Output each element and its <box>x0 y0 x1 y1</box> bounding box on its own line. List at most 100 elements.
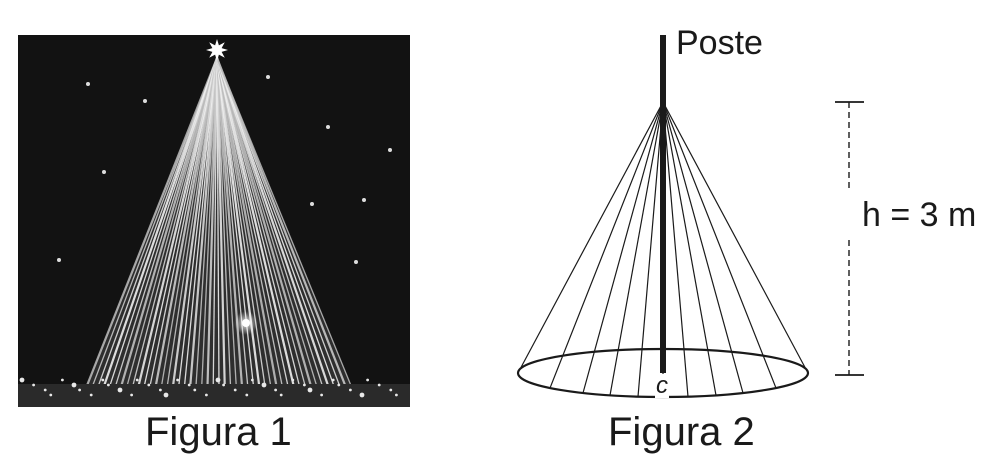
light-strand <box>136 57 219 389</box>
ground-light <box>71 382 77 388</box>
light-strand <box>188 57 219 389</box>
light-strand <box>206 57 219 389</box>
ground-light <box>130 393 134 397</box>
light-strand <box>216 57 336 389</box>
ground-light <box>187 383 191 387</box>
ground-light <box>32 383 35 387</box>
light-strand <box>160 57 218 389</box>
ground-light <box>107 383 110 387</box>
height-dimension <box>835 101 864 376</box>
star-dot <box>354 260 358 264</box>
ground-light <box>359 392 365 398</box>
light-strand <box>215 57 313 389</box>
ground-light <box>89 393 93 397</box>
figure-1-caption: Figura 1 <box>145 410 292 454</box>
light-strand <box>171 57 219 389</box>
light-strand <box>215 57 296 389</box>
light-strand <box>195 57 218 389</box>
ground-light <box>331 378 335 382</box>
cone-line <box>517 101 664 374</box>
cone-line <box>662 101 717 396</box>
star-dot <box>362 198 366 202</box>
light-strand <box>216 57 301 389</box>
ground-light <box>261 382 267 388</box>
pole-label: Poste <box>676 24 763 62</box>
star-dot <box>266 75 270 79</box>
star-dot <box>310 202 314 206</box>
ground-light <box>135 378 139 382</box>
ground-light <box>205 393 208 397</box>
star-dot <box>326 125 330 129</box>
ground-light <box>43 388 47 392</box>
ground-light <box>389 388 393 392</box>
light-strand <box>215 57 278 389</box>
cone-line <box>637 101 664 397</box>
lamp-glow <box>234 311 258 335</box>
ground-light <box>163 392 169 398</box>
star-dot <box>143 99 147 103</box>
tree-glow <box>86 58 352 388</box>
center-label: c <box>655 372 669 399</box>
ground-light <box>279 393 283 397</box>
light-strand <box>216 57 284 389</box>
ground-light <box>245 393 249 397</box>
cone-line <box>662 101 777 389</box>
ground-light <box>176 378 180 382</box>
light-strand <box>119 57 219 389</box>
light-strand <box>216 57 318 389</box>
ground-light <box>117 387 123 393</box>
light-strand <box>108 57 218 389</box>
light-strand <box>102 57 219 389</box>
cone-line <box>582 101 664 394</box>
ground-lights <box>19 319 398 398</box>
light-strand <box>215 57 330 389</box>
ground-light <box>337 383 341 387</box>
light-strand <box>212 57 218 389</box>
figure-2-caption: Figura 2 <box>608 410 755 454</box>
cone-line <box>549 101 664 389</box>
cone-line <box>662 101 744 394</box>
ground-light <box>78 388 81 392</box>
light-strand <box>91 57 218 389</box>
ground-light <box>49 393 53 397</box>
light-strand <box>143 57 218 389</box>
cone-line <box>662 101 689 397</box>
ground-light <box>19 377 25 383</box>
ground-light <box>274 388 277 392</box>
light-strand <box>216 57 353 389</box>
ground-light <box>320 393 323 397</box>
sky-stars <box>57 75 392 264</box>
cone-line <box>662 101 809 374</box>
ground-light <box>61 378 64 382</box>
ground-light <box>193 388 197 392</box>
star-dot <box>57 258 61 262</box>
light-strand <box>154 57 219 389</box>
star-dot <box>86 82 90 86</box>
ground-light <box>222 383 226 387</box>
light-strand <box>84 57 219 389</box>
height-label: h = 3 m <box>862 196 977 234</box>
ground-light <box>377 383 381 387</box>
ground-light <box>307 387 313 393</box>
tree-light-strands <box>84 57 353 389</box>
ground-light <box>251 378 254 382</box>
star-dot <box>102 170 106 174</box>
ground-light <box>159 388 162 392</box>
star-dot <box>388 148 392 152</box>
light-strand <box>177 57 218 389</box>
ground-light <box>395 393 398 397</box>
top-star-icon <box>206 39 228 61</box>
light-strand <box>215 57 348 389</box>
ground-light <box>291 378 295 382</box>
ground-light <box>349 388 352 392</box>
light-strand <box>125 57 218 389</box>
light-strand <box>215 57 244 389</box>
ground-light <box>215 377 221 383</box>
ground-light <box>147 383 151 387</box>
ground-light <box>366 378 369 382</box>
light-strand <box>216 57 232 389</box>
light-strand <box>216 57 266 389</box>
